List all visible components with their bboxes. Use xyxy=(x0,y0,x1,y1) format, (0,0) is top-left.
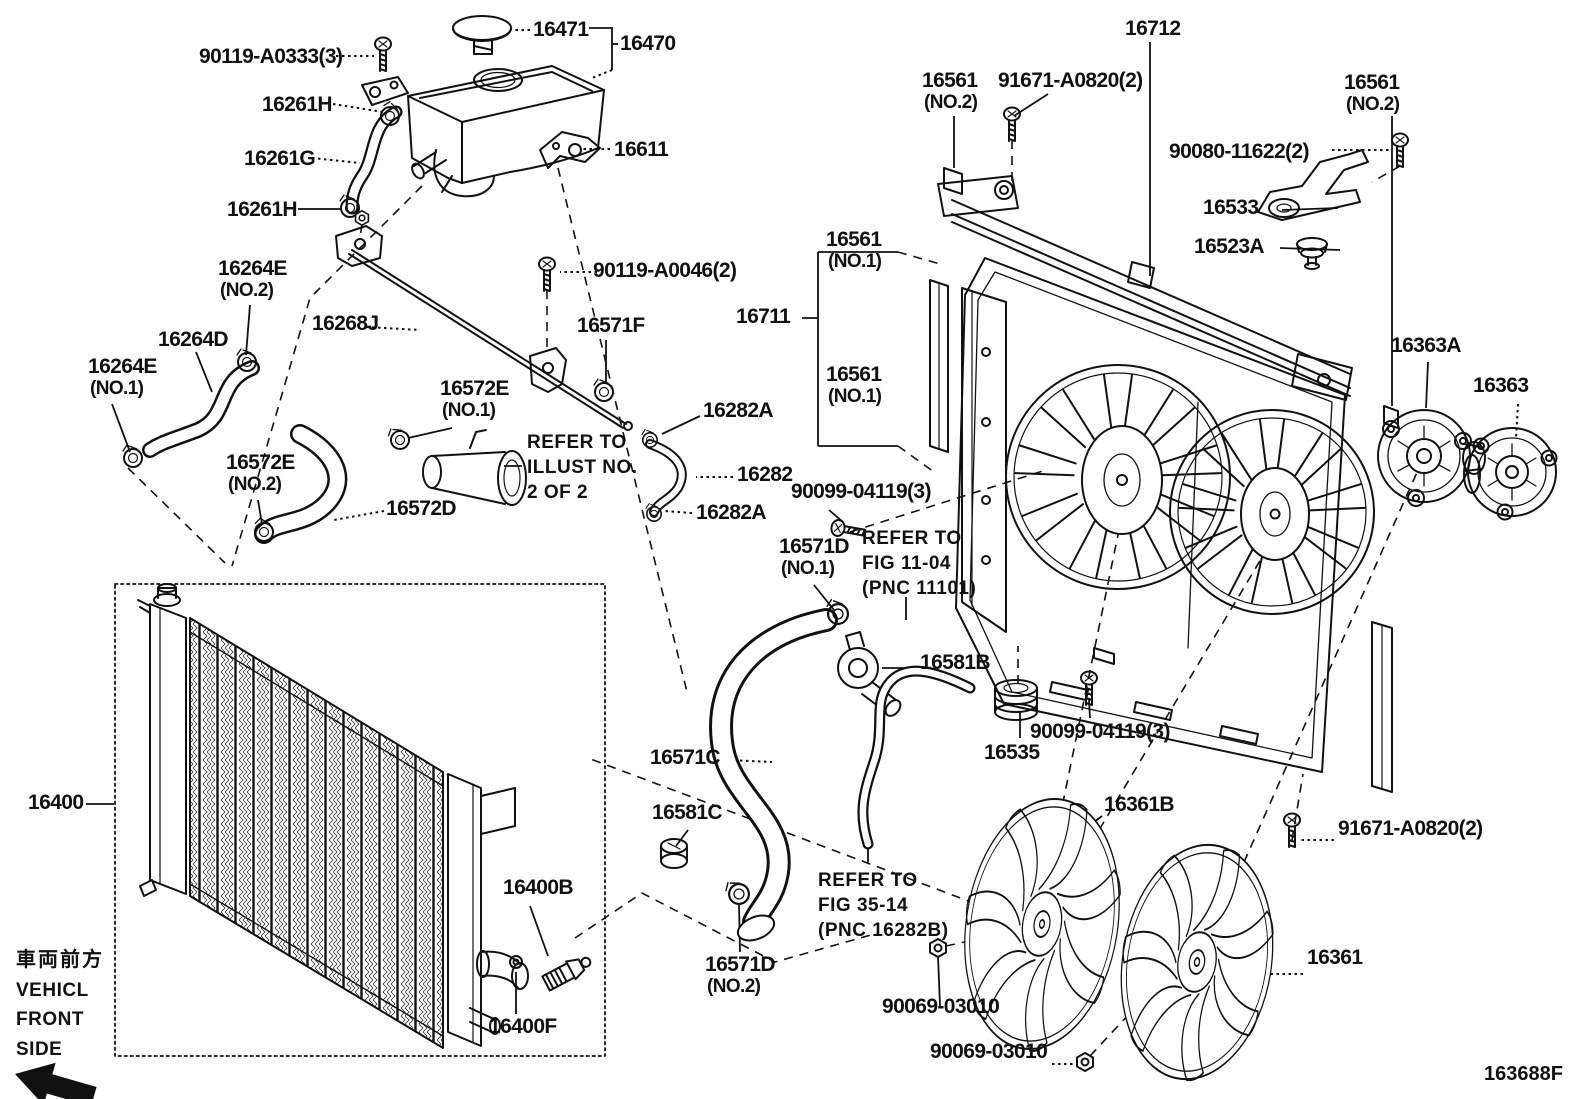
vehicle-front-note-en3: SIDE xyxy=(16,1038,63,1060)
label-16572e-no1: 16572E(NO.1) xyxy=(440,377,509,421)
label-90099-04119-upper: 90099-04119(3) xyxy=(791,480,932,503)
cooling-fan-right xyxy=(1120,843,1274,1082)
radiator-assembly xyxy=(114,583,606,1057)
vehicle-front-note-en1: VEHICL xyxy=(16,980,89,1001)
label-16264e-no2: 16264E(NO.2) xyxy=(218,257,287,301)
label-16264e-no1: 16264E(NO.1) xyxy=(88,355,157,399)
label-91671-a0820-top: 91671-A0820(2) xyxy=(998,69,1143,92)
construction-lines xyxy=(127,140,1419,1057)
label-16400b: 16400B xyxy=(503,876,574,899)
vehicle-front-note-jp: 車両前方 xyxy=(16,949,104,971)
label-16282a-upper: 16282A xyxy=(703,399,774,422)
label-16261h-upper: 16261H xyxy=(262,93,333,116)
label-16561-no2-left: 16561(NO.2) xyxy=(922,69,978,113)
label-16572e-no2: 16572E(NO.2) xyxy=(226,451,295,495)
label-90080-11622: 90080-11622(2) xyxy=(1169,140,1310,163)
fan-shroud xyxy=(829,167,1399,848)
label-16361b: 16361B xyxy=(1104,793,1175,816)
label-16561-no2-right: 16561(NO.2) xyxy=(1344,71,1400,115)
leader-lines-solid xyxy=(86,27,1429,1014)
label-16261g: 16261G xyxy=(244,147,316,170)
label-16571c: 16571C xyxy=(650,746,721,769)
label-16400f: 16400F xyxy=(489,1015,557,1038)
label-16711: 16711 xyxy=(736,305,791,328)
label-16363a: 16363A xyxy=(1391,334,1462,357)
fan-motor-right xyxy=(1463,427,1558,521)
label-16282a-lower: 16282A xyxy=(696,501,767,524)
small-bypass-hose xyxy=(641,428,687,523)
label-16561-no1-upper: 16561(NO.1) xyxy=(826,228,882,272)
label-16561-no1-lower: 16561(NO.1) xyxy=(826,363,882,407)
label-16581b: 16581B xyxy=(920,651,991,674)
label-16535: 16535 xyxy=(984,741,1040,764)
label-90069-03010-left: 90069-03010 xyxy=(882,995,1000,1018)
label-16268j: 16268J xyxy=(312,312,379,335)
reservoir-hose xyxy=(339,98,405,218)
water-bypass-hose xyxy=(122,348,260,468)
figure-code: 163688F xyxy=(1484,1063,1563,1085)
label-91671-a0820-bottom: 91671-A0820(2) xyxy=(1338,817,1483,840)
leader-lines-dotted xyxy=(311,29,1519,1065)
label-16571d-no2: 16571D(NO.2) xyxy=(705,953,776,997)
lower-radiator-hose xyxy=(660,598,976,942)
label-90119-a0046: 90119-A0046(2) xyxy=(593,259,737,282)
label-16571d-no1: 16571D(NO.1) xyxy=(779,535,850,579)
support-bracket xyxy=(1257,149,1369,270)
label-16523a: 16523A xyxy=(1194,235,1265,258)
water-bypass-pipe xyxy=(335,210,633,431)
label-90099-04119-lower: 90099-04119(3) xyxy=(1030,720,1171,743)
label-16712: 16712 xyxy=(1125,17,1181,40)
label-16611: 16611 xyxy=(614,138,669,161)
label-90069-03010-right: 90069-03010 xyxy=(930,1040,1048,1063)
lower-inlet-hose xyxy=(251,424,527,544)
label-16581c: 16581C xyxy=(652,801,723,824)
label-16400: 16400 xyxy=(28,791,84,814)
label-16363: 16363 xyxy=(1473,374,1529,397)
label-16264d: 16264D xyxy=(158,328,229,351)
label-16361: 16361 xyxy=(1307,946,1363,969)
label-16282: 16282 xyxy=(737,463,793,486)
label-16571f: 16571F xyxy=(577,314,645,337)
label-16471: 16471 xyxy=(533,18,589,41)
label-16261h-lower: 16261H xyxy=(227,198,298,221)
vehicle-front-note-en2: FRONT xyxy=(16,1009,84,1031)
label-16470: 16470 xyxy=(620,32,676,55)
diagram-parts xyxy=(15,15,1558,1099)
label-90119-a0333: 90119-A0333(3) xyxy=(199,45,343,68)
label-16572d: 16572D xyxy=(386,497,457,520)
front-direction-arrow xyxy=(15,1062,97,1099)
upper-support-bar xyxy=(937,106,1409,401)
cooling-fan-left xyxy=(964,797,1121,1053)
label-16533: 16533 xyxy=(1203,196,1259,219)
vehicle-front-note: 車両前方 VEHICL FRONT SIDE xyxy=(16,945,104,1064)
reservoir-tank xyxy=(361,15,605,198)
